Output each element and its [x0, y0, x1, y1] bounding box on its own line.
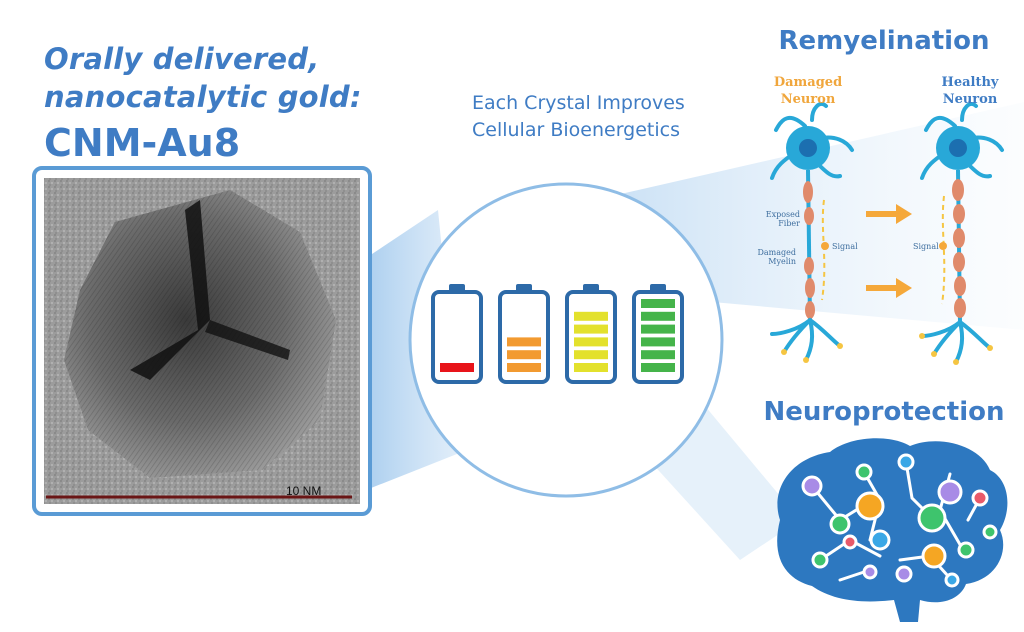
damaged-myelin-label: Damaged Myelin	[757, 248, 796, 266]
damaged-neuron-label: Damaged Neuron	[773, 75, 843, 107]
signal-label-healthy: Signal	[913, 242, 939, 251]
battery-full	[632, 284, 684, 384]
arrow-lower	[866, 278, 912, 298]
battery-bar	[641, 311, 675, 321]
battery-group	[431, 284, 684, 384]
battery-bar	[641, 350, 675, 360]
product-name: CNM-Au8	[44, 121, 241, 165]
neuron-damaged	[770, 101, 854, 363]
battery-bar	[641, 299, 675, 308]
signal-label-damaged: Signal	[832, 242, 858, 251]
neuron-healthy	[919, 101, 1004, 365]
neuroprotection-title: Neuroprotection	[763, 397, 1005, 427]
tem-micrograph	[32, 166, 372, 516]
battery-bar	[574, 337, 608, 347]
battery-bar	[574, 350, 608, 360]
beam-right-upper	[612, 102, 1024, 330]
headline: Orally delivered, nanocatalytic gold:	[44, 42, 362, 114]
battery-bar	[641, 337, 675, 347]
battery-bar	[641, 363, 675, 372]
arrow-upper	[866, 204, 912, 224]
battery-high	[565, 284, 617, 384]
scale-label: 10 NM	[286, 484, 322, 498]
healthy-neuron-label: Healthy Neuron	[941, 75, 999, 107]
battery-bar	[641, 324, 675, 334]
battery-bar	[507, 363, 541, 372]
battery-low	[431, 284, 483, 384]
bioenergetics-caption: Each Crystal Improves Cellular Bioenerge…	[472, 92, 685, 141]
battery-bar	[507, 350, 541, 360]
battery-bar	[574, 363, 608, 372]
battery-bar	[574, 324, 608, 334]
battery-bar	[440, 363, 474, 372]
battery-bar	[574, 311, 608, 321]
battery-medium	[498, 284, 550, 384]
battery-bar	[507, 337, 541, 347]
remyelination-title: Remyelination	[778, 26, 990, 56]
exposed-fiber-label: Exposed Fiber	[765, 210, 800, 228]
brain-network	[777, 438, 1008, 622]
